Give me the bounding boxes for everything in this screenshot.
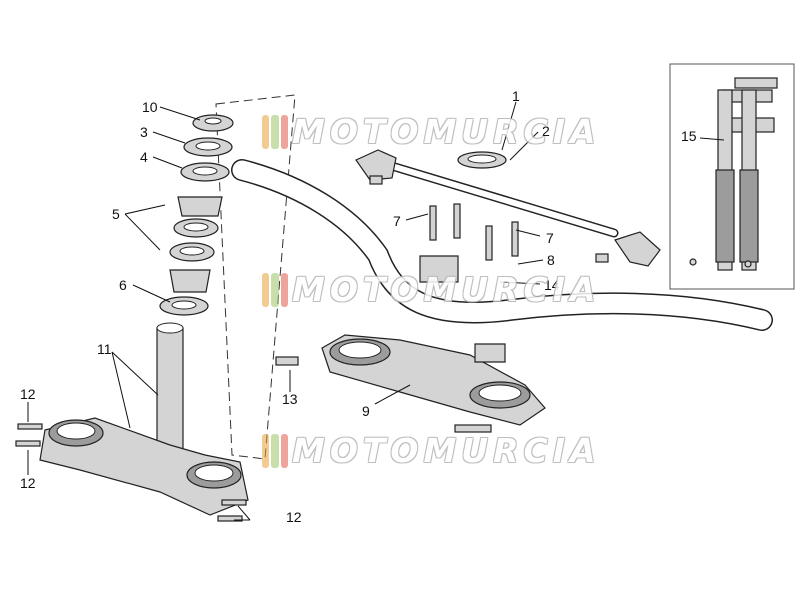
callout-5: 5 — [112, 206, 120, 222]
crossbar-assembly — [355, 149, 661, 267]
callout-11: 11 — [97, 341, 112, 357]
crossbar-clamp-left — [355, 149, 397, 181]
watermark-bottom: MOTOMURCIA — [262, 431, 601, 470]
leader-lines — [27, 101, 544, 521]
upper-yoke-assembly — [275, 334, 546, 433]
callout-9: 9 — [362, 403, 370, 419]
upper-bearing — [177, 196, 223, 217]
steering-stem — [156, 327, 184, 454]
watermark-text: MOTOMURCIA — [292, 270, 601, 309]
fork-assembly-drawing — [689, 77, 778, 271]
watermark-top: MOTOMURCIA — [262, 112, 601, 151]
callout-6: 6 — [119, 277, 127, 293]
callout-2: 2 — [542, 123, 550, 139]
assembly-outline — [215, 94, 296, 460]
callout-12-lower-left: 12 — [20, 475, 36, 491]
callout-14: 14 — [544, 277, 560, 293]
lower-bearing — [169, 269, 211, 293]
callout-12-right: 12 — [286, 509, 302, 525]
handlebar-riser — [419, 255, 459, 283]
callout-12-upper-left: 12 — [20, 386, 36, 402]
callout-13: 13 — [282, 391, 298, 407]
callout-3: 3 — [140, 124, 148, 140]
lower-yoke-assembly — [15, 322, 249, 522]
callout-8: 8 — [547, 252, 555, 268]
inset-fork-panel — [669, 63, 795, 290]
callout-4: 4 — [140, 149, 148, 165]
callout-10: 10 — [142, 99, 158, 115]
watermark-logo-stripes — [262, 433, 288, 468]
callout-7-left: 7 — [393, 213, 401, 229]
callout-7-right: 7 — [546, 230, 554, 246]
watermark-text: MOTOMURCIA — [292, 112, 601, 151]
crossbar-clamp-right — [614, 231, 661, 267]
bearing-stack — [159, 114, 234, 316]
watermark-logo-stripes — [262, 272, 288, 307]
callout-1: 1 — [512, 88, 520, 104]
callout-labels: 10 3 4 5 6 11 12 12 12 1 2 7 7 8 14 13 9… — [20, 88, 697, 525]
watermark-middle: MOTOMURCIA — [262, 270, 601, 309]
bolts-and-risers — [419, 203, 519, 363]
watermark-logo-stripes — [262, 114, 288, 149]
watermark-text: MOTOMURCIA — [292, 431, 601, 470]
callout-15: 15 — [681, 128, 697, 144]
